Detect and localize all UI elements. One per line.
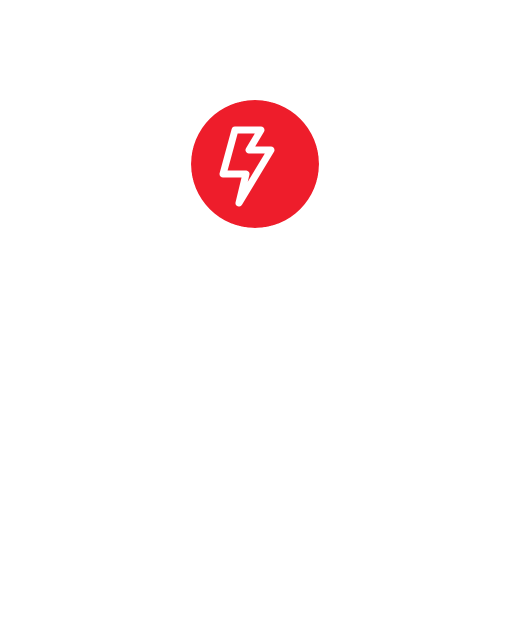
app-logo	[191, 100, 319, 228]
logo-circle	[191, 100, 319, 228]
lightning-bolt-icon	[191, 100, 319, 228]
lightning-bolt-path	[219, 126, 275, 207]
